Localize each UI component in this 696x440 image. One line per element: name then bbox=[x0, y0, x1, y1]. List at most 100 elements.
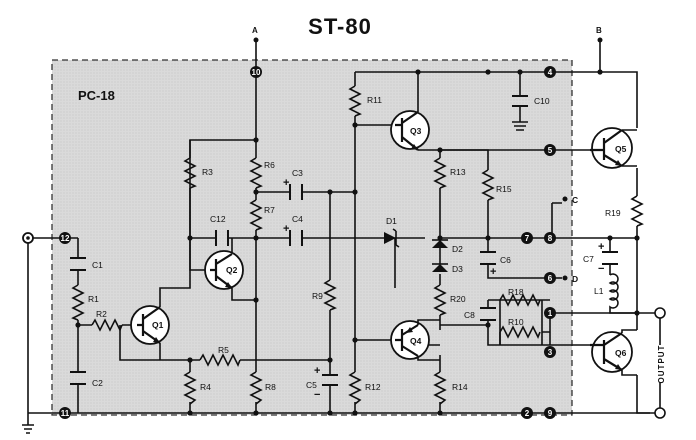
diodes bbox=[384, 228, 448, 272]
node-10-label: 10 bbox=[252, 68, 261, 77]
transistor-q3-symbol bbox=[390, 110, 430, 151]
wiring bbox=[22, 38, 655, 434]
label-r8: R8 bbox=[265, 382, 276, 392]
diode-d2-symbol bbox=[432, 239, 448, 248]
board-label: PC-18 bbox=[78, 88, 115, 103]
label-q3: Q3 bbox=[410, 126, 422, 136]
node-9-label: 9 bbox=[548, 409, 553, 418]
label-q5: Q5 bbox=[615, 144, 627, 154]
output-label: OUTPUT bbox=[657, 345, 666, 384]
q6-leads bbox=[621, 329, 637, 376]
q5-leads bbox=[622, 129, 637, 167]
label-r18: R18 bbox=[508, 287, 524, 297]
diagram-title: ST-80 bbox=[308, 14, 372, 39]
terminal-d-label: D bbox=[572, 274, 578, 284]
label-r2: R2 bbox=[96, 309, 107, 319]
label-c8: C8 bbox=[464, 310, 475, 320]
resistor-r7-symbol bbox=[249, 199, 263, 231]
resistor-r4-symbol bbox=[183, 371, 197, 405]
c5-minus: − bbox=[314, 389, 320, 401]
resistor-r20-symbol bbox=[433, 284, 447, 316]
connection-nodes: 10 12 11 4 5 8 7 6 1 3 2 9 bbox=[59, 66, 556, 419]
terminal-c-label: C bbox=[572, 195, 578, 205]
label-q4: Q4 bbox=[410, 336, 422, 346]
node-6-label: 6 bbox=[548, 274, 553, 283]
capacitor-c1-symbol bbox=[70, 257, 86, 271]
transistor-q5-symbol bbox=[590, 127, 633, 169]
node-5-label: 5 bbox=[548, 146, 553, 155]
c4-plus: + bbox=[283, 223, 289, 235]
capacitor-c10-symbol bbox=[512, 95, 528, 107]
resistor-r19-symbol bbox=[630, 195, 644, 227]
resistor-r5-symbol bbox=[199, 353, 241, 367]
resistor-r2-symbol bbox=[91, 318, 123, 332]
polarity-marks: + + + − + + − bbox=[283, 177, 604, 401]
label-r15: R15 bbox=[496, 184, 512, 194]
transistor-q6-symbol bbox=[590, 331, 633, 373]
transistor-q4-symbol bbox=[390, 320, 430, 360]
label-c7: C7 bbox=[583, 254, 594, 264]
capacitor-c6-symbol bbox=[480, 251, 496, 265]
capacitors bbox=[70, 95, 618, 386]
label-c10: C10 bbox=[534, 96, 550, 106]
terminal-a-label: A bbox=[252, 26, 258, 35]
label-r6: R6 bbox=[264, 160, 275, 170]
resistor-r18-symbol bbox=[499, 293, 541, 307]
node-3-label: 3 bbox=[548, 348, 553, 357]
q4-leads bbox=[417, 319, 440, 361]
output-terminal-top bbox=[654, 307, 666, 319]
c7-plus: + bbox=[598, 241, 604, 253]
node-7-label: 7 bbox=[525, 234, 530, 243]
label-c4: C4 bbox=[292, 214, 303, 224]
output-terminal-bottom bbox=[654, 407, 666, 419]
label-q1: Q1 bbox=[152, 320, 164, 330]
capacitor-c3-symbol bbox=[289, 184, 303, 200]
label-r10: R10 bbox=[508, 317, 524, 327]
capacitor-c5-symbol bbox=[322, 374, 338, 386]
resistor-r15-symbol bbox=[481, 169, 495, 201]
r10-r18-leads bbox=[499, 300, 550, 345]
terminals: A B C D OUTPUT bbox=[22, 26, 666, 419]
resistor-r8-symbol bbox=[249, 371, 263, 405]
resistor-r3-symbol bbox=[183, 157, 197, 189]
label-c5: C5 bbox=[306, 380, 317, 390]
capacitor-c4-symbol bbox=[289, 230, 303, 246]
capacitor-c12-symbol bbox=[215, 230, 229, 246]
node-8-label: 8 bbox=[548, 234, 553, 243]
capacitor-c7-symbol bbox=[602, 251, 618, 265]
node-11-label: 11 bbox=[61, 409, 70, 418]
label-r19: R19 bbox=[605, 208, 621, 218]
label-c1: C1 bbox=[92, 260, 103, 270]
label-r20: R20 bbox=[450, 294, 466, 304]
label-c6: C6 bbox=[500, 255, 511, 265]
label-r14: R14 bbox=[452, 382, 468, 392]
c3-plus: + bbox=[283, 177, 289, 189]
resistor-r1-symbol bbox=[71, 284, 85, 321]
label-r4: R4 bbox=[200, 382, 211, 392]
junction-dots bbox=[75, 69, 640, 416]
node-2-label: 2 bbox=[525, 409, 530, 418]
label-r13: R13 bbox=[450, 167, 466, 177]
label-c3: C3 bbox=[292, 168, 303, 178]
label-d1: D1 bbox=[386, 216, 397, 226]
label-r3: R3 bbox=[202, 167, 213, 177]
label-q6: Q6 bbox=[615, 348, 627, 358]
capacitor-c2-symbol bbox=[70, 371, 86, 385]
label-q2: Q2 bbox=[226, 265, 238, 275]
c6-plus: + bbox=[490, 266, 496, 278]
resistor-r14-symbol bbox=[433, 371, 447, 405]
node-1-label: 1 bbox=[548, 309, 553, 318]
label-r5: R5 bbox=[218, 345, 229, 355]
transistor-q1-symbol bbox=[130, 305, 170, 345]
resistor-r11-symbol bbox=[348, 85, 362, 117]
label-r7: R7 bbox=[264, 205, 275, 215]
label-d2: D2 bbox=[452, 244, 463, 254]
resistors bbox=[71, 85, 644, 405]
capacitor-c8-symbol bbox=[480, 307, 496, 321]
resistor-r6-symbol bbox=[249, 157, 263, 189]
component-labels: C1 R1 R2 C2 Q1 R3 C12 Q2 R5 R4 R6 R7 R8 … bbox=[88, 95, 627, 392]
label-r11: R11 bbox=[367, 95, 382, 105]
label-r12: R12 bbox=[365, 382, 381, 392]
label-r1: R1 bbox=[88, 294, 99, 304]
